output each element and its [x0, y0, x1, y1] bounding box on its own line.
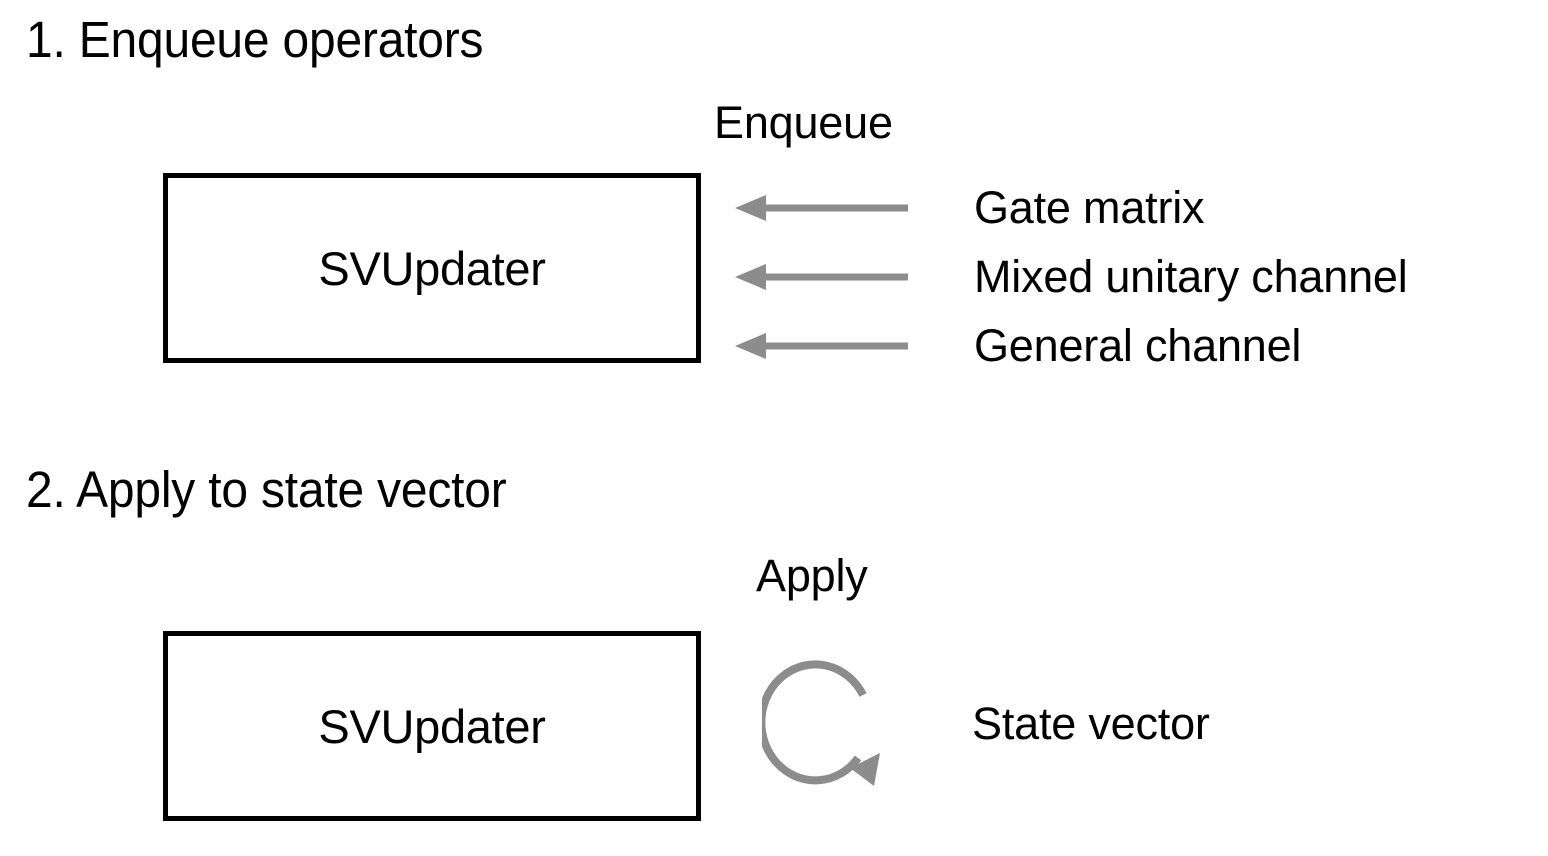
- component-box-label: SVUpdater: [318, 241, 546, 295]
- operand-label-mixed-unitary-channel: Mixed unitary channel: [974, 251, 1408, 302]
- section-heading-apply-to-state-vector: 2. Apply to state vector: [26, 461, 507, 518]
- operand-label-gate-matrix: Gate matrix: [974, 182, 1205, 233]
- arrowhead-left-icon: [735, 333, 766, 359]
- operand-label-general-channel: General channel: [974, 320, 1302, 371]
- section-heading-enqueue-operators: 1. Enqueue operators: [26, 11, 484, 68]
- component-box-svupdater-enqueue: SVUpdater: [163, 173, 701, 363]
- flow-caption-enqueue: Enqueue: [714, 97, 893, 148]
- circular-arrow-icon: [762, 655, 890, 795]
- arrow-shaft: [764, 204, 908, 212]
- component-box-svupdater-apply: SVUpdater: [163, 631, 701, 821]
- arrow-mixed-unitary-channel: [730, 260, 912, 294]
- arrowhead-left-icon: [735, 264, 766, 290]
- arrowhead-left-icon: [735, 195, 766, 221]
- arrow-gate-matrix: [730, 191, 912, 225]
- arrow-shaft: [764, 342, 908, 350]
- arrow-shaft: [764, 273, 908, 281]
- arrow-general-channel: [730, 329, 912, 363]
- operand-label-state-vector: State vector: [972, 698, 1210, 749]
- component-box-label: SVUpdater: [318, 699, 546, 753]
- flow-caption-apply: Apply: [756, 550, 868, 601]
